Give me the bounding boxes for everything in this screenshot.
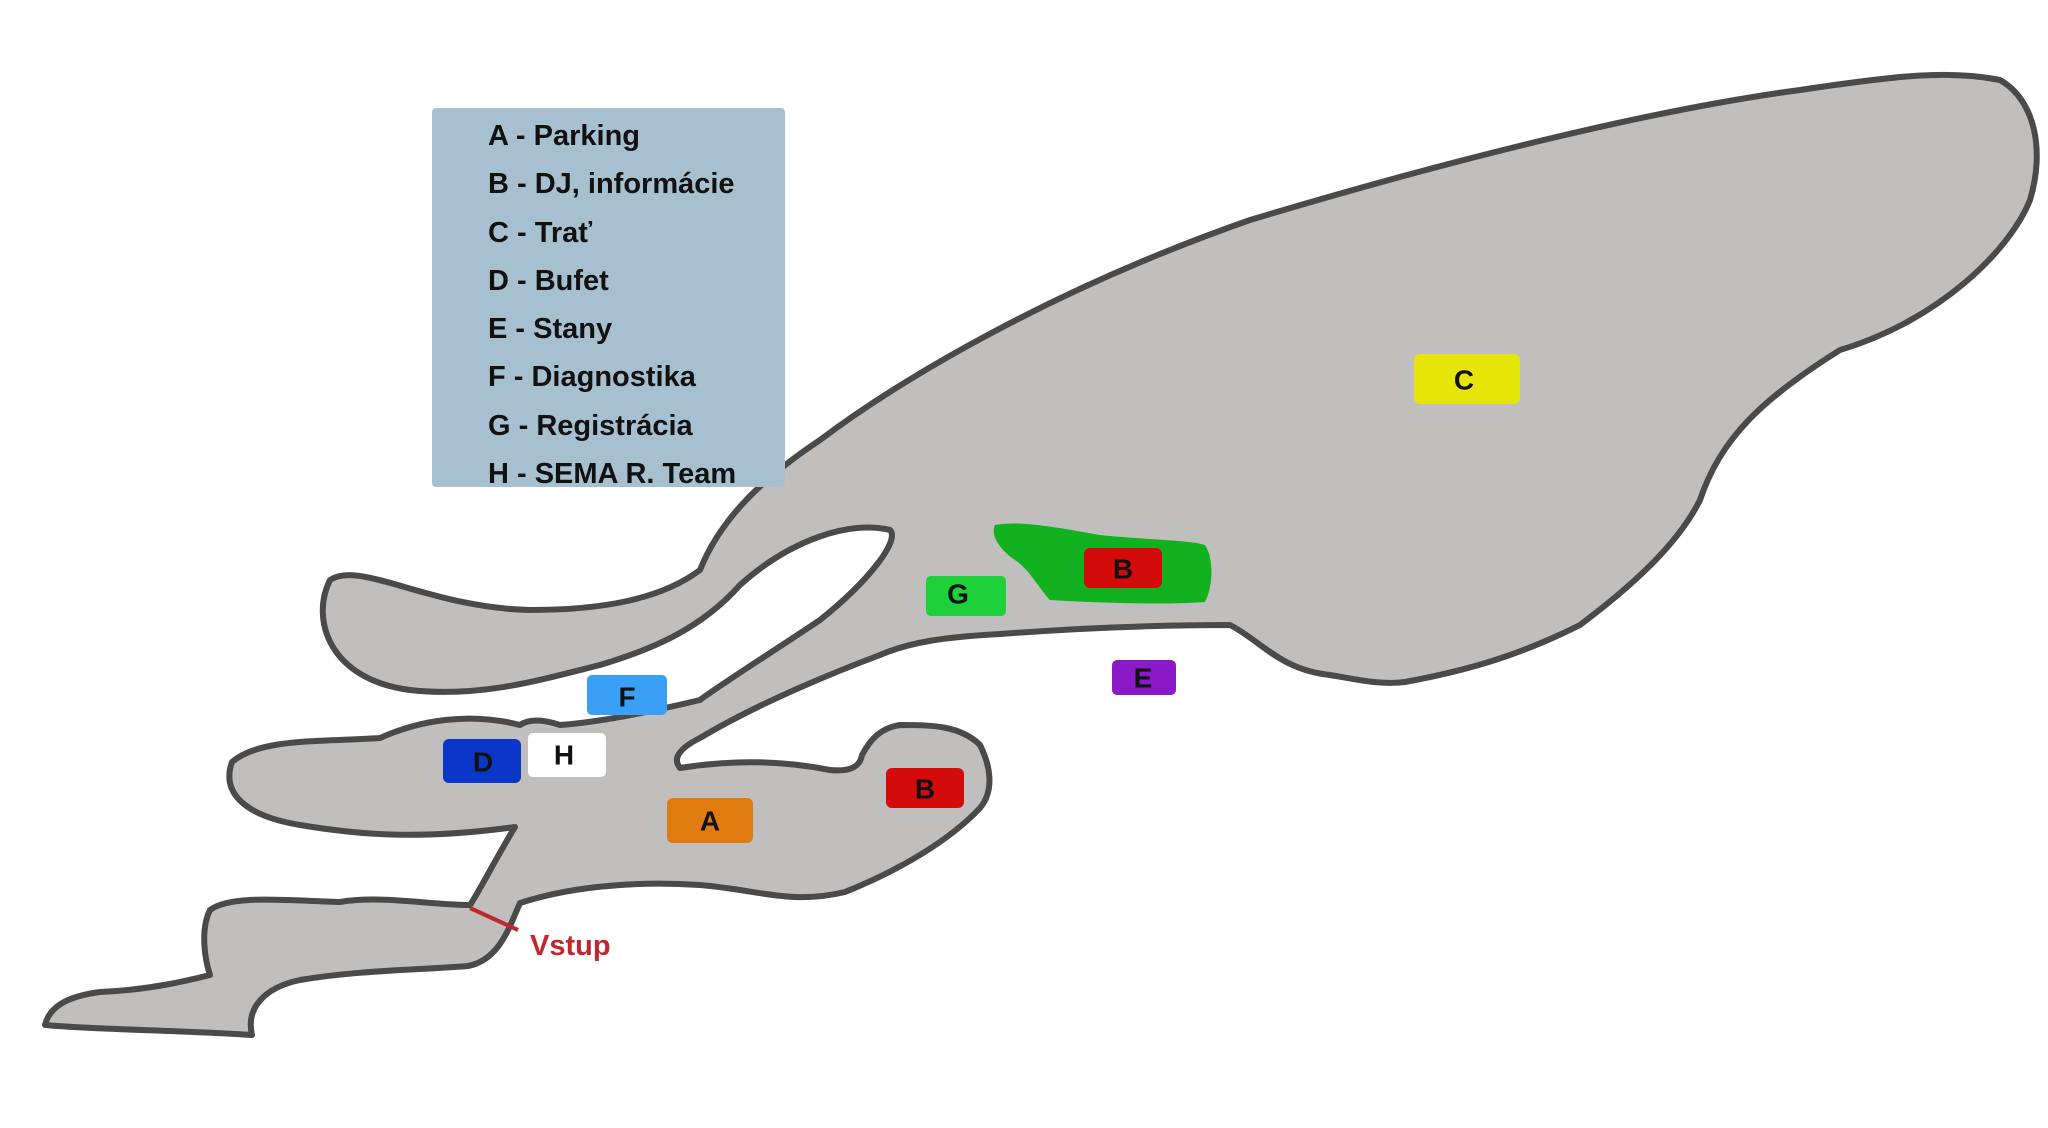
marker-e-box [1112,660,1176,695]
marker-f-label: F [618,682,635,713]
marker-h-box [528,733,606,777]
marker-f-box [587,675,667,715]
marker-g-label: G [947,579,969,610]
legend-item-b: B - DJ, informácie [488,168,735,201]
entrance-label: Vstup [530,930,611,962]
marker-f: F [587,675,667,715]
legend-item-a: A - Parking [488,120,641,152]
marker-c-box [1414,354,1520,404]
legend: A - Parking B - DJ, informácie C - Trať … [432,108,785,490]
marker-b-lower: B [886,768,964,808]
marker-d: D [443,739,521,783]
legend-item-d: D - Bufet [488,264,609,297]
marker-e: E [1112,660,1176,695]
legend-list: A - Parking B - DJ, informácie C - Trať … [488,112,736,498]
marker-d-label: D [473,747,493,778]
marker-b-upper: B [1084,548,1162,588]
marker-a-box [667,798,753,843]
marker-g-box [926,576,1006,616]
marker-c: C [1414,354,1520,404]
legend-item-f: F - Diagnostika [488,361,696,394]
marker-h-label: H [554,740,574,771]
marker-g: G [926,576,1006,616]
marker-a: A [667,798,753,843]
legend-item-h: H - SEMA R. Team [488,458,737,491]
marker-d-box [443,739,521,783]
legend-item-e: E - Stany [488,313,613,346]
legend-item-g: G - Registrácia [488,409,693,442]
marker-b-upper-box [1084,548,1162,588]
marker-c-label: C [1454,365,1474,396]
marker-b-upper-label: B [1113,554,1133,585]
marker-b-lower-label: B [915,774,935,805]
legend-item-c: C - Trať [488,216,593,249]
marker-e-label: E [1134,663,1153,694]
marker-a-label: A [700,806,720,837]
marker-h: H [528,733,606,777]
entrance-line [469,906,519,932]
marker-b-lower-box [886,768,964,808]
